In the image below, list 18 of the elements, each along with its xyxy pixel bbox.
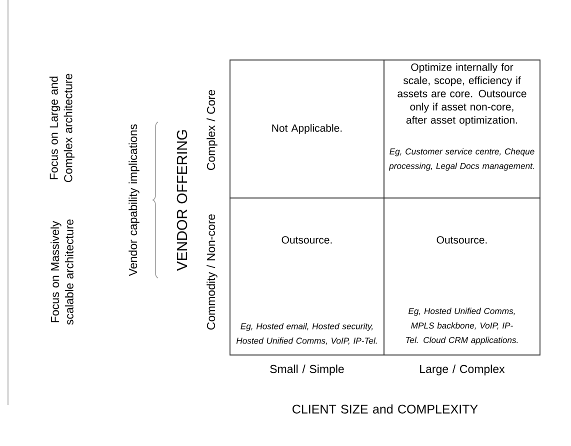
- example-text: Eg, Hosted Unified Comms, MPLS backbone, VoIP, IP-Tel. Cloud CRM applications.: [406, 308, 518, 345]
- example-text: Eg, Customer service centre, Cheque processing, Legal Docs management.: [388, 148, 534, 171]
- brace-label: Vendor capability implications: [128, 124, 140, 276]
- row-label: Commodity / Non-core: [206, 214, 218, 330]
- axis-title: VENDOR OFFERING: [176, 130, 188, 271]
- cell-text: Not Applicable.: [272, 124, 342, 134]
- axis-note: Focus on Massively scalable architecture: [50, 219, 74, 325]
- cell-text: Outsource.: [436, 236, 487, 244]
- cell-text: Outsource.: [282, 236, 332, 244]
- cell-text: Optimize internally for scale, scope, efficiency if assets are core. Outsource only if asset non-core, after asset optimization.: [398, 63, 526, 126]
- matrix-cell: [230, 60, 384, 198]
- axis-title: CLIENT SIZE and COMPLEXITY: [292, 404, 478, 414]
- matrix-cell: [384, 198, 540, 356]
- matrix-cell: [230, 198, 384, 356]
- row-label: Complex / Core: [206, 90, 218, 170]
- matrix-cell: [384, 60, 540, 198]
- example-text: Eg, Hosted email, Hosted security, Hosted Unified Comms, VoIP, IP-Tel.: [236, 322, 377, 345]
- axis-note: Focus on Large and Complex architecture: [49, 74, 75, 182]
